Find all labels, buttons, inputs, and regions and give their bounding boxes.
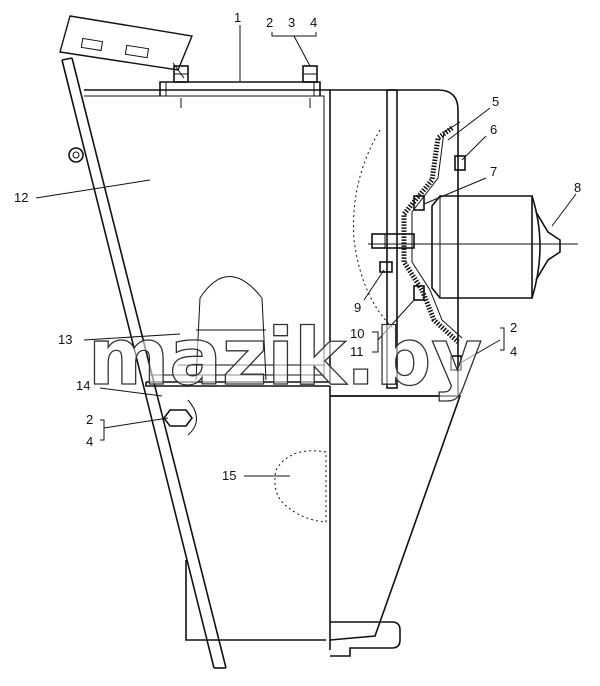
callout-4-right: 4: [510, 344, 517, 359]
slanted-plate: [61, 57, 227, 669]
callout-6: 6: [490, 122, 497, 137]
callout-1: 1: [234, 10, 241, 25]
callout-14: 14: [76, 378, 90, 393]
top-cover: [59, 15, 193, 79]
diaphragm-assembly: [371, 121, 466, 371]
callout-3-top: 3: [288, 15, 295, 30]
callout-2-top: 2: [266, 15, 273, 30]
callout-13: 13: [58, 332, 72, 347]
callout-labels: 1 2 3 4 5 6 7 8 9 10 11 2 4 12 13 14 2 4…: [14, 10, 581, 483]
leader-lines: [35, 25, 577, 477]
callout-10: 10: [350, 326, 364, 341]
callout-15: 15: [222, 468, 236, 483]
watermark: mazik.by: [88, 313, 482, 403]
callout-2-right: 2: [510, 320, 517, 335]
callout-4-top: 4: [310, 15, 317, 30]
motor: [368, 195, 578, 299]
callout-5: 5: [492, 94, 499, 109]
callout-2-left: 2: [86, 412, 93, 427]
callout-11: 11: [350, 344, 364, 359]
callout-8: 8: [574, 180, 581, 195]
callout-9: 9: [354, 300, 361, 315]
callout-12: 12: [14, 190, 28, 205]
callout-4-left: 4: [86, 434, 93, 449]
lower-tank: [145, 382, 462, 657]
callout-7: 7: [490, 164, 497, 179]
right-housing: [330, 89, 459, 397]
